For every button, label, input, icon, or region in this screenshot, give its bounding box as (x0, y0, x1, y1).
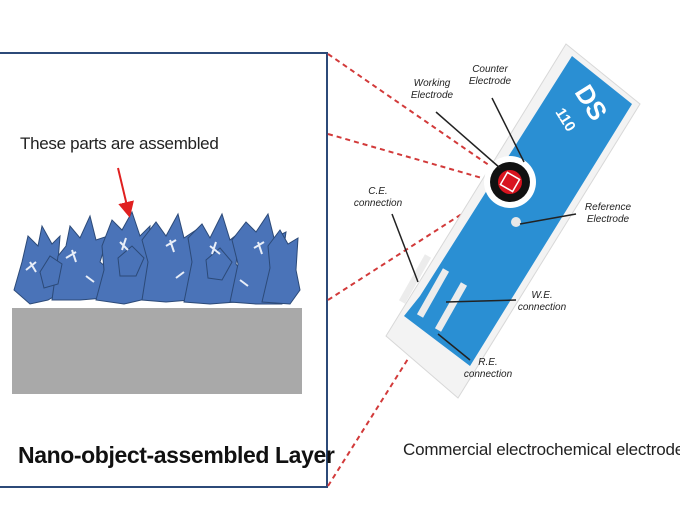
label-leader-lines (391, 97, 577, 361)
electrode-caption: Commercial electrochemical electrode (403, 440, 680, 459)
electrode-strip (385, 43, 641, 399)
label-reference-electrode: Reference Electrode (584, 202, 632, 225)
substrate-block (12, 308, 302, 394)
label-we-connection: W.E. connection (517, 290, 567, 313)
annotation-arrow (117, 167, 134, 218)
label-re-connection: R.E. connection (463, 357, 513, 380)
label-working-electrode: Working Electrode (410, 78, 454, 101)
label-counter-electrode: Counter Electrode (468, 64, 512, 87)
layer-title: Nano-object-assembled Layer (18, 442, 335, 468)
assembled-annotation: These parts are assembled (20, 134, 219, 153)
nano-objects-highlights (25, 237, 265, 287)
nano-objects-layer (13, 210, 301, 305)
label-ce-connection: C.E. connection (353, 186, 403, 209)
